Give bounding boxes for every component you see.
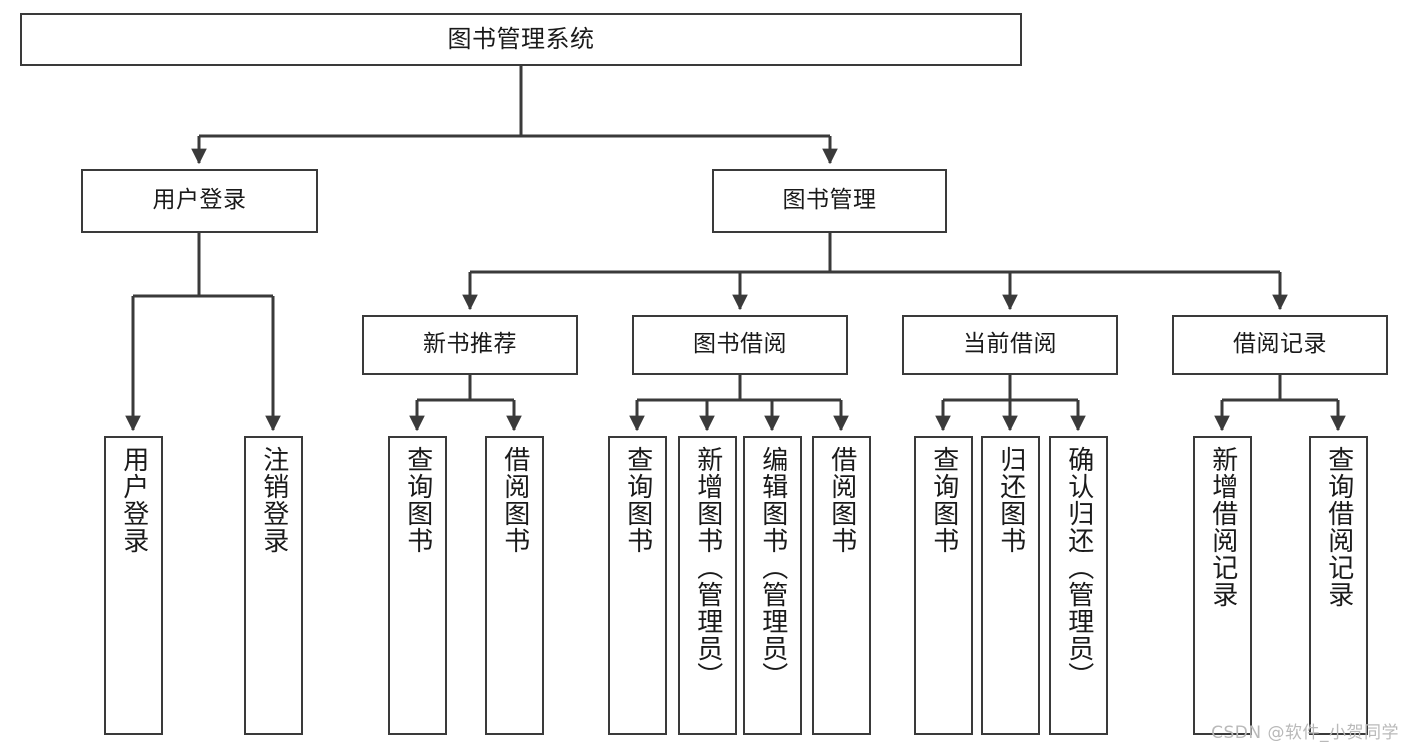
node-leaf-query-book-b[interactable]: 查询图书	[608, 436, 667, 735]
node-user-login[interactable]: 用户登录	[81, 169, 318, 233]
node-leaf-query-book-b-label: 查询图书	[622, 446, 653, 554]
node-leaf-return-book-label: 归还图书	[995, 446, 1026, 554]
node-user-login-label: 用户登录	[152, 187, 247, 214]
node-leaf-borrow-book-a-label: 借阅图书	[499, 446, 530, 554]
node-borrow-record-label: 借阅记录	[1233, 331, 1327, 358]
node-book-borrow-label: 图书借阅	[693, 331, 787, 358]
node-leaf-query-book-a-label: 查询图书	[402, 446, 433, 554]
node-leaf-query-book-c[interactable]: 查询图书	[914, 436, 973, 735]
node-current-borrow-label: 当前借阅	[963, 331, 1057, 358]
node-leaf-add-record[interactable]: 新增借阅记录	[1193, 436, 1252, 735]
node-new-book-recommend[interactable]: 新书推荐	[362, 315, 578, 375]
node-leaf-return-book[interactable]: 归还图书	[981, 436, 1040, 735]
node-leaf-edit-book-label: 编辑图书（管理员）	[757, 446, 788, 689]
node-leaf-confirm-return-label: 确认归还（管理员）	[1063, 446, 1094, 689]
node-leaf-logout[interactable]: 注销登录	[244, 436, 303, 735]
node-leaf-borrow-book-b-label: 借阅图书	[826, 446, 857, 554]
node-root-label: 图书管理系统	[447, 25, 595, 54]
node-leaf-borrow-book-b[interactable]: 借阅图书	[812, 436, 871, 735]
node-leaf-logout-label: 注销登录	[258, 446, 289, 554]
node-current-borrow[interactable]: 当前借阅	[902, 315, 1118, 375]
node-book-borrow[interactable]: 图书借阅	[632, 315, 848, 375]
watermark-text: CSDN @软件_小贺同学	[1211, 723, 1399, 743]
node-leaf-add-book[interactable]: 新增图书（管理员）	[678, 436, 737, 735]
node-leaf-query-book-c-label: 查询图书	[928, 446, 959, 554]
node-leaf-query-book-a[interactable]: 查询图书	[388, 436, 447, 735]
node-book-manage[interactable]: 图书管理	[712, 169, 947, 233]
node-leaf-add-book-label: 新增图书（管理员）	[692, 446, 723, 689]
node-leaf-edit-book[interactable]: 编辑图书（管理员）	[743, 436, 802, 735]
node-leaf-user-login-label: 用户登录	[118, 446, 149, 554]
node-root[interactable]: 图书管理系统	[20, 13, 1022, 66]
node-leaf-query-record[interactable]: 查询借阅记录	[1309, 436, 1368, 735]
node-book-manage-label: 图书管理	[782, 187, 877, 214]
node-leaf-borrow-book-a[interactable]: 借阅图书	[485, 436, 544, 735]
node-leaf-add-record-label: 新增借阅记录	[1207, 446, 1238, 608]
node-leaf-query-record-label: 查询借阅记录	[1323, 446, 1354, 608]
node-leaf-user-login[interactable]: 用户登录	[104, 436, 163, 735]
node-new-book-recommend-label: 新书推荐	[423, 331, 517, 358]
node-leaf-confirm-return[interactable]: 确认归还（管理员）	[1049, 436, 1108, 735]
node-borrow-record[interactable]: 借阅记录	[1172, 315, 1388, 375]
